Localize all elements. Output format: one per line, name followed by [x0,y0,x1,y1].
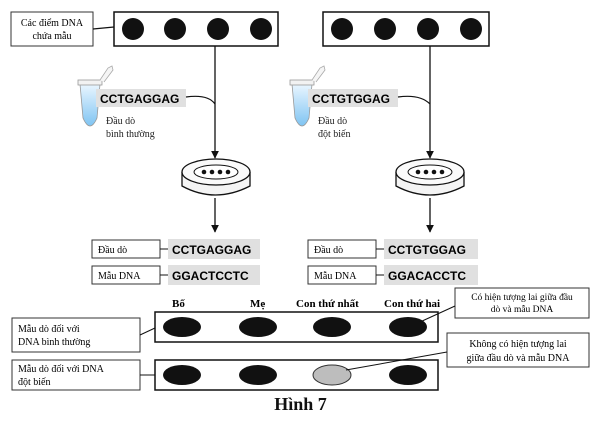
right-probe-label-line2: đột biến [318,129,351,140]
right-dish-icon [395,158,465,196]
column-header-first-child: Con thứ nhất [296,298,359,310]
right-probe-value: CCTGTGGAG [388,243,466,257]
column-header-second-child: Con thứ hai [384,298,440,310]
row1-result-second-child [389,317,427,337]
right-sample-dot-4 [460,18,482,40]
row1-label-box [11,317,141,353]
left-probe-tube-icon [77,65,114,127]
row2-label-line1: Mẫu dò đối với DNA [18,364,105,375]
callout-no-hybrid-box [446,332,590,368]
left-sample-dot-4 [250,18,272,40]
left-probe-seq-box [96,89,186,107]
row1-label-link [139,327,156,336]
right-dna-value: GGACACCTC [388,269,466,283]
left-probe-label-line1: Đầu dò [106,116,135,127]
left-probe-value: CCTGAGGAG [172,243,251,257]
right-probe-value-box [384,239,478,259]
right-sample-dot-3 [417,18,439,40]
sample-label-box [10,11,94,47]
callout-no-hybrid-line2: giữa đầu dò và mẫu DNA [467,353,571,364]
right-probe-label-line1: Đầu dò [318,116,347,127]
callout-hybrid-box [454,287,590,319]
left-probe-value-box [168,239,260,259]
left-dna-value: GGACTCCTC [172,269,249,283]
right-sample-dot-2 [374,18,396,40]
left-probe-label-line2: bình thường [106,129,155,140]
right-probe-connector [397,95,431,105]
left-probe-tag: Đầu dò [98,245,127,256]
left-sample-dot-1 [122,18,144,40]
row2-label-line2: đột biến [18,377,51,388]
sample-label-line2: chứa mẫu [32,31,71,42]
column-header-mother: Mẹ [250,298,265,310]
row2-result-first-child [312,364,352,386]
sample-pointer-line [92,26,115,30]
callout-hybrid-pointer [419,305,456,323]
left-probe-connector [185,95,216,105]
sample-label-line1: Các điểm DNA [21,18,84,29]
row2-label-box [11,359,141,391]
right-probe-seq: CCTGTGGAG [312,92,390,106]
callout-no-hybrid-line1: Không có hiện tượng lai [469,339,567,350]
left-probe-seq: CCTGAGGAG [100,92,179,106]
left-sample-dot-3 [207,18,229,40]
right-dna-tag: Mẫu DNA [314,271,357,282]
left-dish-icon [181,158,251,196]
left-sample-dot-2 [164,18,186,40]
right-sample-dot-1 [331,18,353,40]
row1-result-mother [239,317,277,337]
figure-caption: Hình 7 [274,394,327,414]
right-probe-tag: Đầu dò [314,245,343,256]
right-probe-tube-icon [289,65,326,127]
row1-result-father [163,317,201,337]
row1-label-line1: Mẫu dò đối với [18,324,80,335]
left-dna-tag: Mẫu DNA [98,271,141,282]
row2-result-second-child [389,365,427,385]
right-probe-seq-box [308,89,398,107]
callout-hybrid-line1: Có hiện tượng lai giữa đầu [471,292,573,303]
row2-result-mother [239,365,277,385]
column-header-father: Bố [172,298,185,310]
callout-hybrid-line2: dò và mẫu DNA [491,304,554,315]
left-dna-value-box [168,265,260,285]
callout-no-hybrid-pointer [345,351,448,371]
right-dna-value-box [384,265,478,285]
row1-result-first-child [313,317,351,337]
row2-result-father [163,365,201,385]
row1-label-line2: DNA bình thường [18,337,90,348]
